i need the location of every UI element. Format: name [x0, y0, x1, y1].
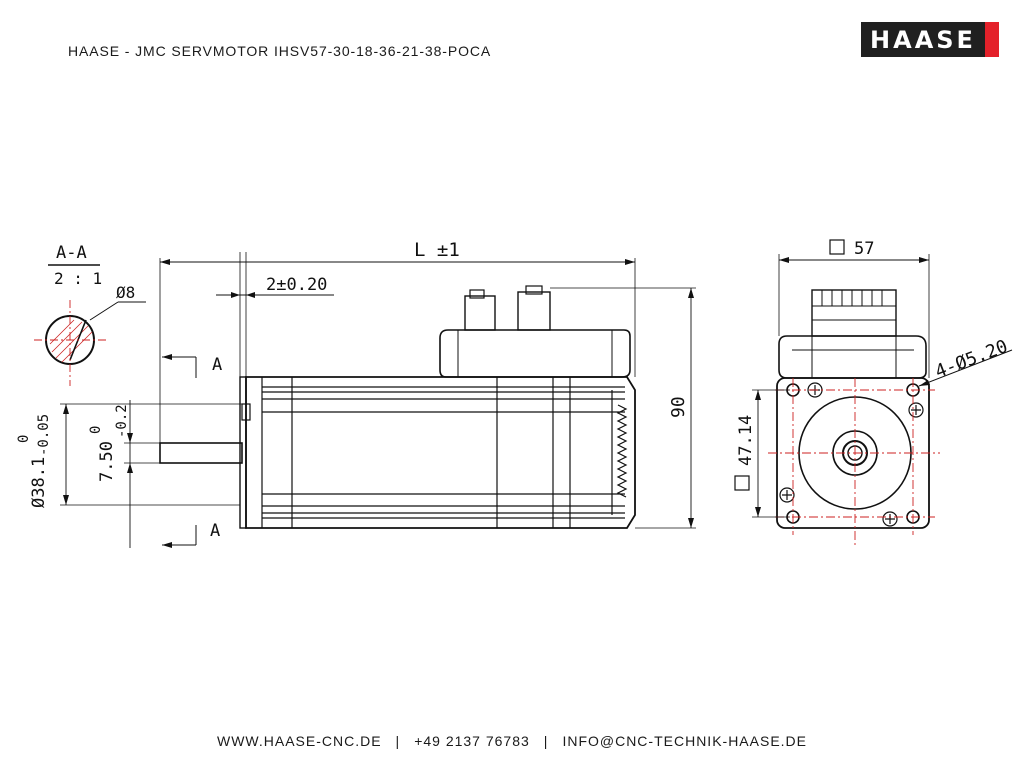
drive-housing — [439, 329, 631, 378]
footer-website[interactable]: WWW.HAASE-CNC.DE — [216, 733, 382, 749]
height-label: 90 — [668, 396, 689, 418]
side-view: L ±1 2±0.20 90 Ø38.1 0 -0.05 7.50 0 -0.2 — [16, 239, 696, 548]
motor-body — [245, 376, 636, 529]
key-value-label: 7.50 — [97, 441, 117, 482]
encoder-fins — [616, 404, 628, 498]
flange-square-label: 57 — [854, 239, 874, 259]
flange-thickness-label: 2±0.20 — [266, 275, 327, 295]
length-label: L ±1 — [414, 239, 460, 261]
section-centerlines — [34, 300, 106, 386]
mount-holes — [786, 383, 920, 524]
key-tol-lower: -0.2 — [114, 404, 130, 438]
section-scale: 2 : 1 — [54, 269, 102, 288]
shaft-dia-label: Ø8 — [116, 283, 135, 302]
key-tol-upper: 0 — [88, 426, 104, 434]
section-label: A-A — [56, 243, 87, 263]
square-symbol-top — [829, 239, 845, 255]
dia-leader — [89, 301, 119, 321]
front-drive-housing — [778, 335, 927, 379]
footer-contact: WWW.HAASE-CNC.DE | +49 2137 76783 | INFO@CNC… — [0, 733, 1024, 749]
square-symbol-side — [734, 475, 750, 491]
mount-hole-leader — [918, 349, 1013, 387]
motor-shaft — [159, 442, 243, 464]
document-title: HAASE - JMC SERVMOTOR IHSV57-30-18-36-21… — [68, 43, 492, 59]
body-grooves — [261, 377, 625, 528]
haase-logo: HAASE — [861, 22, 999, 57]
footer-separator: | — [543, 733, 549, 749]
connector-left — [464, 295, 496, 331]
footer-email[interactable]: INFO@CNC-TECHNIK-HAASE.DE — [562, 733, 807, 749]
footer-phone[interactable]: +49 2137 76783 — [414, 733, 530, 749]
front-view: 57 47.14 4-Ø5.20 — [734, 239, 1013, 545]
section-marker-top: A — [212, 355, 222, 375]
hole-spacing-label: 47.14 — [736, 415, 756, 466]
pilot-dia-label: Ø38.1 — [29, 457, 49, 508]
pilot-dia-group: Ø38.1 — [29, 457, 49, 508]
mount-holes-label: 4-Ø5.20 — [932, 336, 1010, 383]
section-view-a-a: A-A 2 : 1 Ø8 — [34, 243, 146, 386]
pilot-tol-upper: 0 — [16, 435, 32, 443]
logo-accent-bar — [985, 22, 999, 57]
front-centerlines — [768, 378, 940, 545]
connector-right — [517, 291, 551, 331]
housing-screws — [779, 382, 924, 527]
logo-text: HAASE — [861, 22, 985, 57]
footer-separator: | — [395, 733, 401, 749]
section-marker-bottom: A — [210, 521, 220, 541]
pilot-tol-lower: -0.05 — [36, 414, 52, 456]
front-connector — [811, 289, 897, 337]
